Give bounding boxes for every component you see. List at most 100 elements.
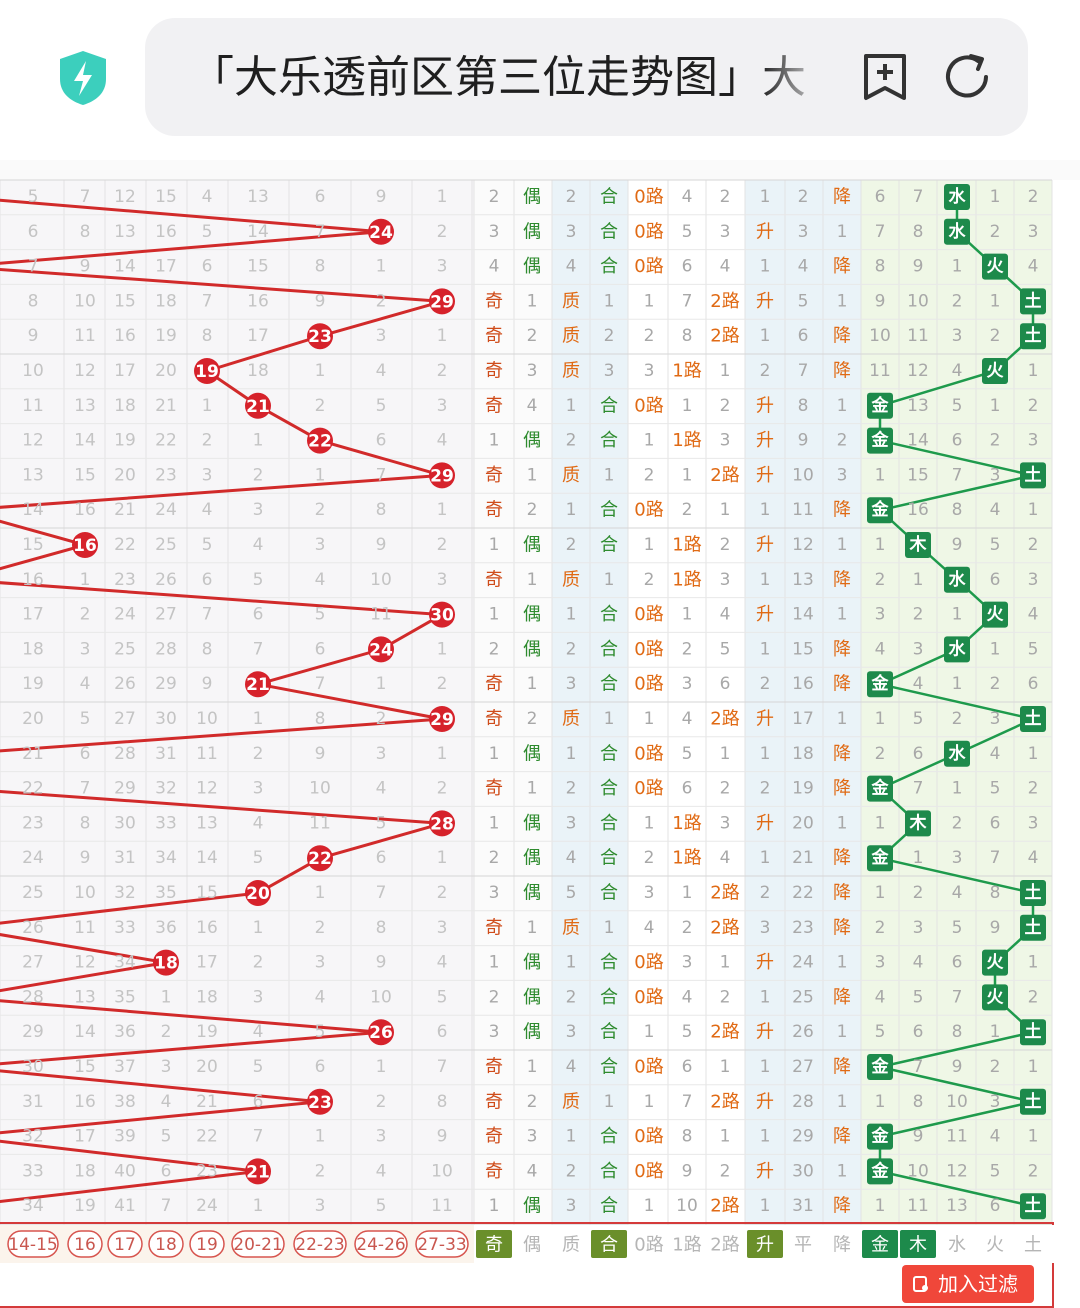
- element-tag: [905, 810, 931, 837]
- element-tag-text: 金: [871, 1126, 890, 1147]
- cell-number: 1: [253, 918, 264, 938]
- cell-number: 7: [253, 1127, 264, 1147]
- cell-number: 17: [792, 709, 814, 729]
- range-filter-label[interactable]: 19: [196, 1235, 218, 1255]
- cell-number: 2: [798, 187, 809, 207]
- attr-text: 0路: [634, 778, 663, 799]
- attr-filter-label[interactable]: 质: [562, 1235, 580, 1256]
- attr-text: 降: [833, 987, 851, 1008]
- cell-number: 2: [80, 605, 91, 625]
- cell-number: 2: [437, 779, 448, 799]
- attr-filter-label[interactable]: 2路: [710, 1235, 739, 1256]
- attr-text: 0路: [634, 674, 663, 695]
- cell-number: 34: [155, 848, 177, 868]
- cell-number: 3: [161, 1057, 172, 1077]
- cell-number: 5: [202, 222, 213, 242]
- cell-number: 8: [315, 709, 326, 729]
- cell-number: 11: [792, 500, 814, 520]
- attr-text: 0路: [634, 987, 663, 1008]
- element-tag: [1020, 288, 1046, 315]
- odd-text: 奇: [485, 917, 503, 938]
- cell-number: 2: [720, 779, 731, 799]
- range-filter-button[interactable]: [231, 1230, 285, 1258]
- cell-number: 10: [869, 326, 891, 346]
- ball-number: 24: [369, 640, 393, 660]
- cell-number: 7: [437, 1057, 448, 1077]
- address-bar-text[interactable]: 「大乐透前区第三位走势图」大: [190, 52, 806, 103]
- attr-filter-label[interactable]: 偶: [523, 1235, 541, 1256]
- range-filter-button[interactable]: [189, 1230, 225, 1258]
- range-filter-label[interactable]: 20-21: [233, 1235, 282, 1255]
- cell-number: 1: [952, 674, 963, 694]
- cell-number: 12: [74, 953, 96, 973]
- cell-number: 3: [315, 953, 326, 973]
- cell-number: 6: [315, 639, 326, 659]
- cell-number: 3: [990, 1092, 1001, 1112]
- attr-filter-label[interactable]: 金: [871, 1235, 889, 1256]
- attr-filter-button-selected[interactable]: [900, 1230, 936, 1258]
- attr-filter-button-selected[interactable]: [476, 1230, 512, 1258]
- attr-filter-label[interactable]: 升: [756, 1235, 774, 1256]
- range-filter-label[interactable]: 22-23: [295, 1235, 344, 1255]
- attr-filter-label[interactable]: 1路: [672, 1235, 701, 1256]
- attr-filter-label[interactable]: 木: [909, 1235, 927, 1256]
- range-filter-button[interactable]: [148, 1230, 184, 1258]
- attr-filter-label[interactable]: 合: [600, 1235, 618, 1256]
- cell-number: 4: [489, 257, 500, 277]
- range-filter-button[interactable]: [7, 1230, 59, 1258]
- cell-number: 20: [792, 813, 814, 833]
- attr-filter-label[interactable]: 平: [794, 1235, 812, 1256]
- range-filter-button[interactable]: [293, 1230, 347, 1258]
- attr-filter-label[interactable]: 0路: [634, 1235, 663, 1256]
- attr-text: 0路: [634, 604, 663, 625]
- element-tag: [867, 671, 893, 698]
- cell-number: 15: [74, 1057, 96, 1077]
- cell-number: 7: [952, 987, 963, 1007]
- attr-filter-label[interactable]: 水: [948, 1235, 966, 1256]
- cell-number: 1: [837, 222, 848, 242]
- attr-filter-button-selected[interactable]: [591, 1230, 627, 1258]
- cell-number: 4: [682, 187, 693, 207]
- address-bar[interactable]: [145, 18, 1028, 136]
- range-filter-label[interactable]: 24-26: [356, 1235, 405, 1255]
- range-filter-label[interactable]: 18: [155, 1235, 177, 1255]
- filter-panel-border: [0, 1222, 1054, 1308]
- cell-number: 38: [114, 1092, 136, 1112]
- attr-filter-button-selected[interactable]: [862, 1230, 898, 1258]
- range-filter-button[interactable]: [107, 1230, 143, 1258]
- range-filter-label[interactable]: 14-15: [8, 1235, 57, 1255]
- attr-filter-label[interactable]: 奇: [485, 1235, 503, 1256]
- add-filter-button[interactable]: 加入过滤: [902, 1265, 1034, 1303]
- cell-number: 14: [114, 257, 136, 277]
- bookmark-add-icon[interactable]: [858, 50, 912, 104]
- range-filter-label[interactable]: 17: [114, 1235, 136, 1255]
- cell-number: 1: [566, 500, 577, 520]
- range-filter-label[interactable]: 16: [74, 1235, 96, 1255]
- cell-number: 2: [437, 361, 448, 381]
- attr-text: 升: [756, 535, 774, 556]
- range-filter-button[interactable]: [354, 1230, 408, 1258]
- cell-number: 5: [1028, 639, 1039, 659]
- element-tag-text: 水: [949, 569, 967, 590]
- attr-filter-button-selected[interactable]: [747, 1230, 783, 1258]
- range-filter-label[interactable]: 27-33: [417, 1235, 466, 1255]
- cell-number: 2: [720, 987, 731, 1007]
- cell-number: 3: [527, 361, 538, 381]
- refresh-icon[interactable]: [940, 50, 994, 104]
- attr-filter-label[interactable]: 降: [833, 1235, 851, 1256]
- cell-number: 3: [315, 1196, 326, 1216]
- attr-filter-label[interactable]: 土: [1024, 1235, 1042, 1256]
- cell-number: 24: [792, 953, 814, 973]
- cell-number: 4: [990, 500, 1001, 520]
- range-filter-button[interactable]: [415, 1230, 469, 1258]
- cell-number: 1: [437, 500, 448, 520]
- cell-number: 1: [527, 779, 538, 799]
- cell-number: 36: [155, 918, 177, 938]
- shield-bolt-icon[interactable]: [56, 49, 110, 107]
- range-filter-button[interactable]: [67, 1230, 103, 1258]
- cell-number: 2: [489, 987, 500, 1007]
- cell-number: 1: [990, 291, 1001, 311]
- cell-number: 3: [604, 361, 615, 381]
- attr-filter-label[interactable]: 火: [986, 1235, 1004, 1256]
